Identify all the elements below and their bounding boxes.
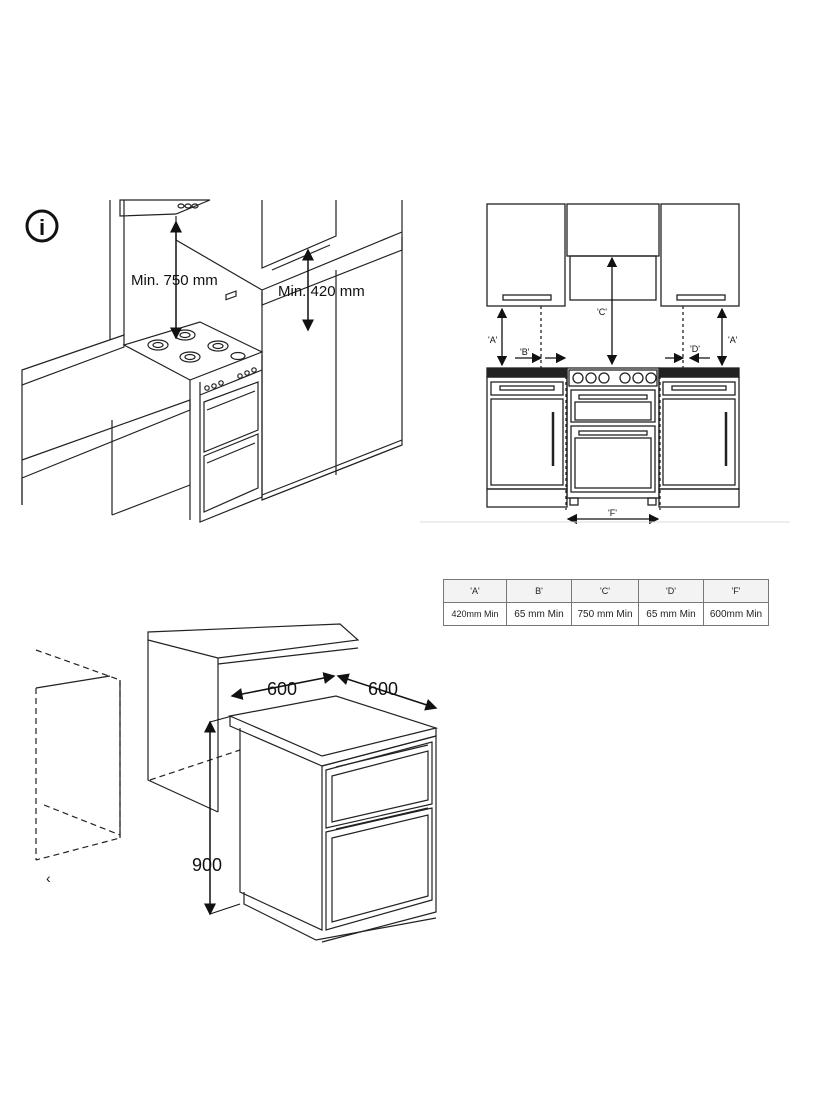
clearance-table: 'A' B' 'C' 'D' 'F' 420mm Min 65 mm Min 7… [443,579,769,626]
clearance-table-value-row: 420mm Min 65 mm Min 750 mm Min 65 mm Min… [443,602,769,626]
label-d: 'D' [690,344,700,354]
cooker-dimension-drawing [35,623,439,943]
value-c: 750 mm Min [571,602,639,626]
header-c: 'C' [571,579,639,603]
stray-chevron: ‹ [46,870,51,886]
cooker-dimension-arrows [204,672,438,916]
value-f: 600mm Min [703,602,769,626]
min-420-label: Min. 420 mm [278,283,365,300]
value-d: 65 mm Min [638,602,704,626]
label-a-right: 'A' [728,335,738,345]
header-b: B' [506,579,572,603]
height-900-label: 900 [192,855,222,875]
kitchen-perspective [21,199,403,523]
value-a: 420mm Min [443,602,507,626]
info-icon: i [25,209,59,243]
depth-600-label: 600 [368,679,398,699]
elevation-dimension-arrows [420,256,790,525]
label-c: 'C' [597,307,607,317]
width-600-label: 600 [267,679,297,699]
label-f: 'F' [608,508,617,518]
front-elevation [486,203,740,510]
header-f: 'F' [703,579,769,603]
header-a: 'A' [443,579,507,603]
info-icon-glyph: i [39,215,45,240]
min-750-label: Min. 750 mm [131,272,218,289]
header-d: 'D' [638,579,704,603]
label-a-left: 'A' [488,335,498,345]
kitchen-dimension-arrows [170,220,314,340]
clearance-table-header-row: 'A' B' 'C' 'D' 'F' [443,579,769,603]
label-b: 'B' [520,347,530,357]
value-b: 65 mm Min [506,602,572,626]
